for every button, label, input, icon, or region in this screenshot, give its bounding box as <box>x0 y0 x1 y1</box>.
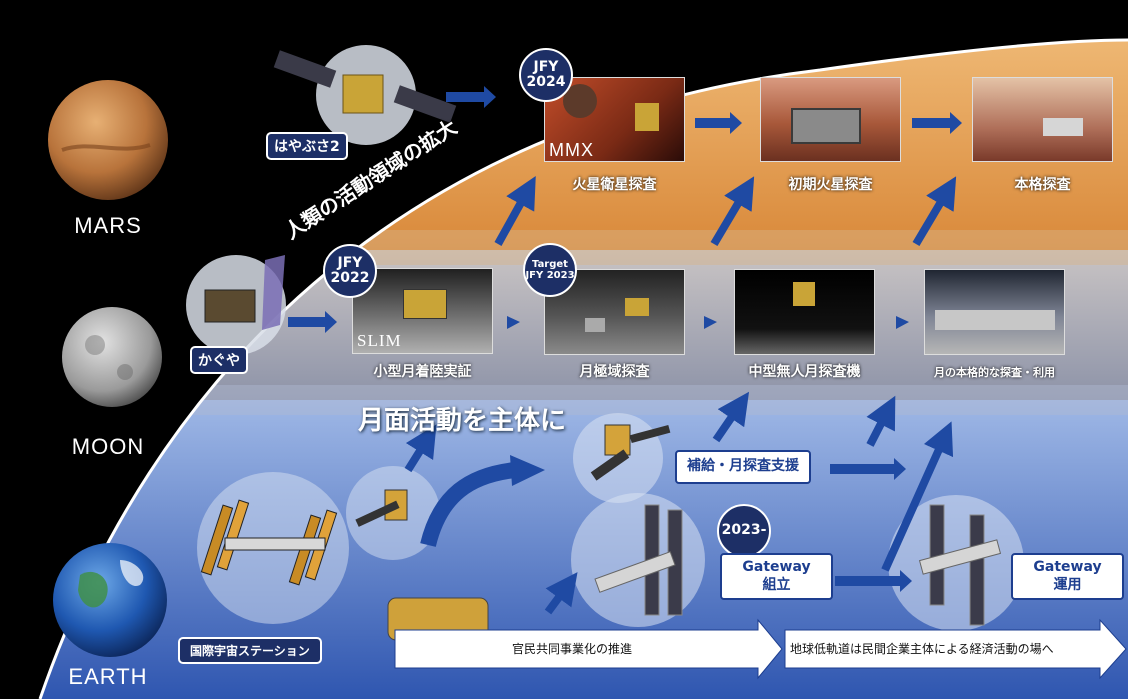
gateway-assembly-line1: Gateway <box>742 559 811 575</box>
gateway-operation-box: Gateway 運用 <box>1011 553 1124 600</box>
gateway-operation-line1: Gateway <box>1033 559 1102 575</box>
gateway-operation-line2: 運用 <box>1053 576 1082 593</box>
resupply-box: 補給・月探査支援 <box>675 450 811 484</box>
lunar-focus-heading: 月面活動を主体に <box>358 406 567 436</box>
early-mars-image <box>760 77 901 162</box>
mmx-image-tag: MMX <box>549 140 594 160</box>
badge-lunar-polar: Target JFY 2023 <box>523 243 577 297</box>
kaguya-label: かぐや <box>190 346 248 374</box>
full-mars-image <box>972 77 1113 162</box>
earth-label: EARTH <box>68 664 148 689</box>
badge-slim-line1: JFY <box>337 254 363 271</box>
moon-base-shape <box>935 310 1055 330</box>
polar-rover-shape <box>585 318 605 332</box>
mmx-image: MMX <box>544 77 685 162</box>
caption-full-moon: 月の本格的な探査・利用 <box>934 366 1055 379</box>
mars-label: MARS <box>74 213 142 238</box>
badge-gateway-line1: 2023- <box>721 522 767 539</box>
habitat-shape <box>1043 118 1083 136</box>
hayabusa2-label: はやぶさ2 <box>266 132 348 160</box>
moon-label: MOON <box>71 434 145 459</box>
slim-lander-shape <box>403 289 447 319</box>
iss-label: 国際宇宙ステーション <box>178 637 322 664</box>
gateway-assembly-box: Gateway 組立 <box>720 553 833 600</box>
full-moon-image <box>924 269 1065 355</box>
badge-lunar-polar-line2: JFY 2023 <box>525 270 575 281</box>
mmx-spacecraft-shape <box>635 103 659 131</box>
badge-slim-line2: 2022 <box>330 270 370 286</box>
caption-full-mars: 本格探査 <box>1014 177 1071 193</box>
polar-lander-shape <box>625 298 649 316</box>
badge-gateway: 2023- <box>717 504 771 558</box>
mars-planet <box>48 80 168 200</box>
mid-lander-shape <box>793 282 815 306</box>
slim-image: SLIM <box>352 268 493 354</box>
caption-mmx: 火星衛星探査 <box>572 177 657 193</box>
moon-planet <box>62 307 162 407</box>
caption-early-mars: 初期火星探査 <box>788 177 873 193</box>
rover-shape <box>791 108 861 144</box>
gateway-assembly-line2: 組立 <box>762 576 791 593</box>
caption-mid-lander: 中型無人月探査機 <box>748 364 861 380</box>
badge-mmx-line1: JFY <box>533 58 559 75</box>
earth-planet <box>53 543 167 657</box>
badge-mmx: JFY 2024 <box>519 48 573 102</box>
badge-slim: JFY 2022 <box>323 244 377 298</box>
badge-lunar-polar-line1: Target <box>532 259 568 270</box>
flow-leo: 地球低軌道は民間企業主体による経済活動の場へ <box>790 642 1054 656</box>
caption-slim: 小型月着陸実証 <box>373 364 472 380</box>
mid-lander-image <box>734 269 875 355</box>
slim-image-tag: SLIM <box>357 331 402 350</box>
badge-mmx-line2: 2024 <box>526 74 566 90</box>
caption-lunar-polar: 月極域探査 <box>579 364 650 380</box>
flow-public-private: 官民共同事業化の推進 <box>512 642 633 656</box>
